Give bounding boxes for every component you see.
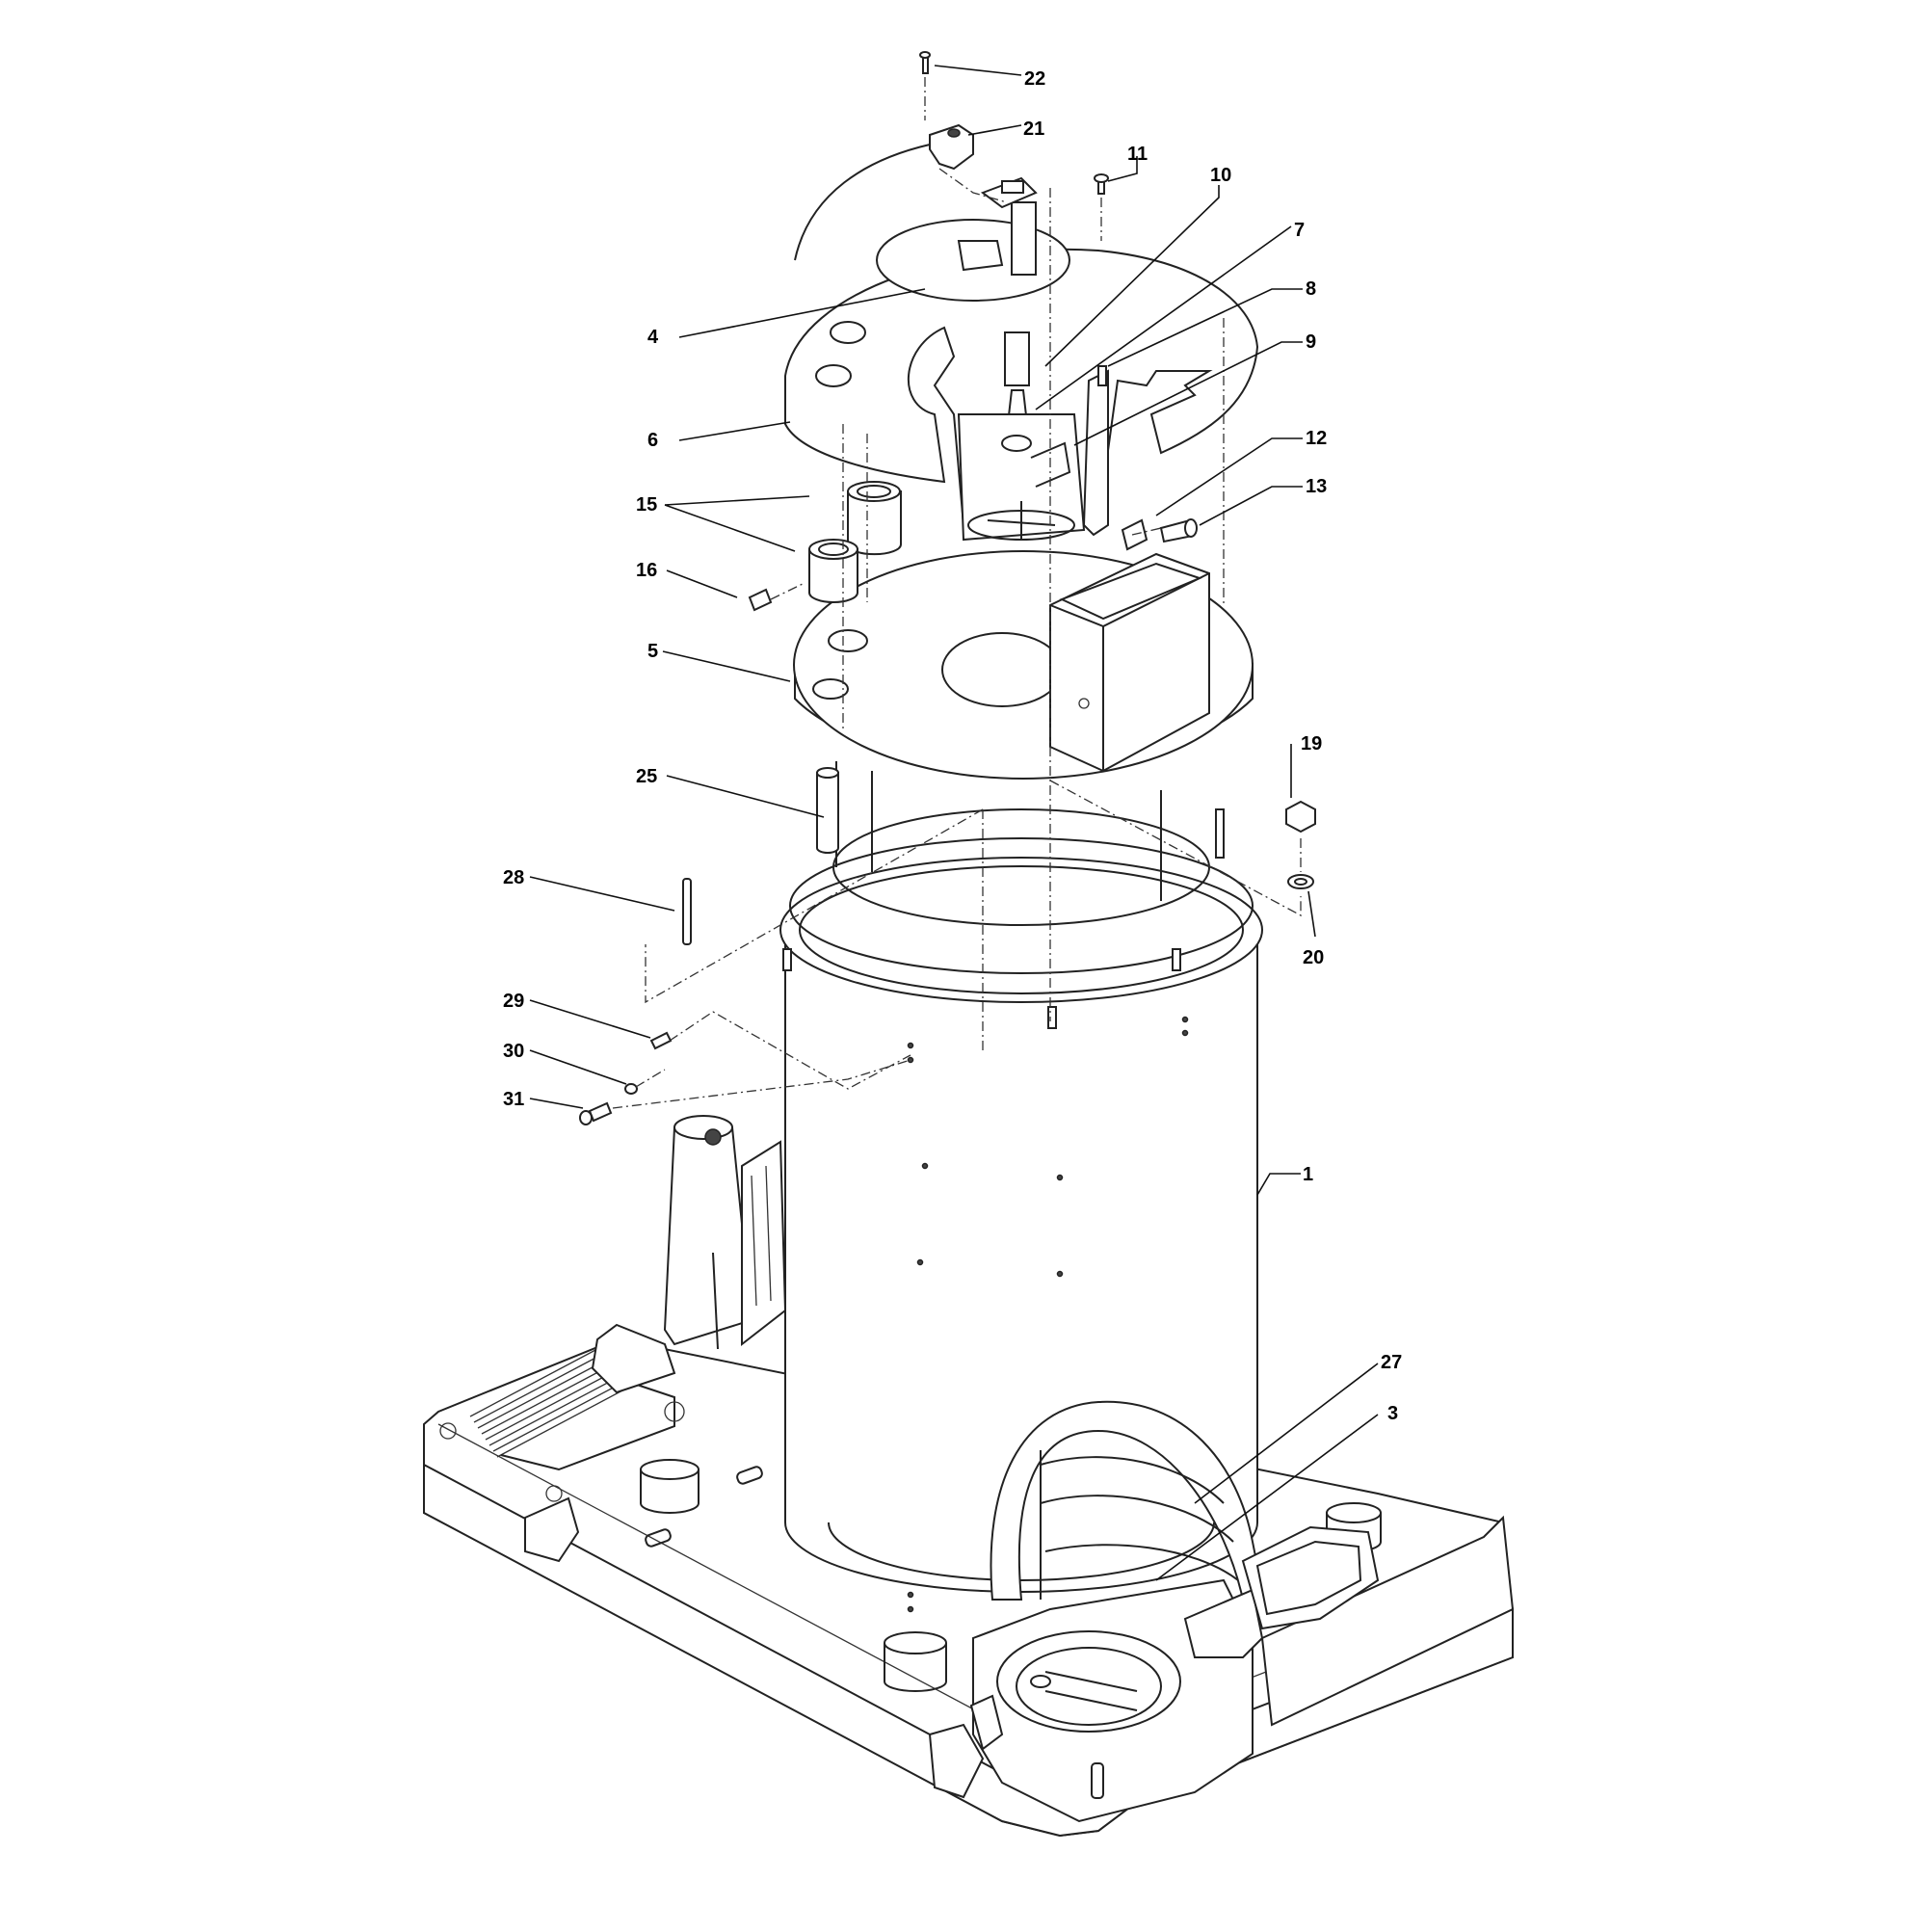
callout-28: 28 <box>503 867 524 888</box>
callout-7: 7 <box>1294 220 1305 241</box>
callout-22: 22 <box>1024 68 1045 90</box>
base-vent-grill <box>469 1348 675 1471</box>
callout-29: 29 <box>503 991 524 1012</box>
screw-part-11 <box>1094 173 1109 195</box>
sleeve-part-25 <box>816 767 839 854</box>
callout-labels: 22 21 11 10 7 8 9 4 6 12 13 15 16 5 19 2… <box>503 68 1402 1424</box>
bolt-part-31 <box>579 1101 613 1125</box>
screw-part-22 <box>919 51 931 74</box>
callout-6: 6 <box>647 430 658 451</box>
intake-cone-assembly <box>591 1115 787 1394</box>
callout-leaders <box>529 65 1379 1581</box>
callout-21: 21 <box>1023 119 1044 140</box>
set-screw-part-16 <box>748 588 773 612</box>
lower-plate-part-5 <box>793 550 1254 901</box>
spacers-part-15 <box>808 481 902 603</box>
spring-pin-part-29 <box>649 1031 673 1050</box>
front-fan-housing <box>969 1515 1515 1823</box>
callout-20: 20 <box>1303 947 1324 968</box>
burner-assembly <box>957 176 1198 551</box>
nut-part-19 <box>1285 800 1316 834</box>
washer-part-20 <box>1287 874 1314 889</box>
callout-27: 27 <box>1381 1352 1402 1373</box>
callout-5: 5 <box>647 641 658 662</box>
callout-4: 4 <box>647 327 659 348</box>
callout-8: 8 <box>1306 278 1316 300</box>
callout-19: 19 <box>1301 733 1322 754</box>
callout-11: 11 <box>1127 144 1148 165</box>
heat-exchanger-insulation <box>990 1400 1264 1601</box>
callout-13: 13 <box>1306 476 1327 497</box>
callout-25: 25 <box>636 766 657 787</box>
callout-31: 31 <box>503 1089 524 1110</box>
callout-9: 9 <box>1306 331 1316 353</box>
callout-12: 12 <box>1306 428 1327 449</box>
callout-10: 10 <box>1210 165 1231 186</box>
pin-part-28 <box>682 878 692 945</box>
callout-3: 3 <box>1387 1403 1398 1424</box>
assembly-centerlines <box>612 77 1302 1109</box>
sensor-part-21 <box>794 123 974 261</box>
rim-studs <box>782 808 1225 1029</box>
o-ring-part-30 <box>624 1083 638 1095</box>
callout-30: 30 <box>503 1041 524 1062</box>
callout-1: 1 <box>1303 1164 1313 1185</box>
callout-16: 16 <box>636 560 657 581</box>
callout-15: 15 <box>636 494 657 516</box>
